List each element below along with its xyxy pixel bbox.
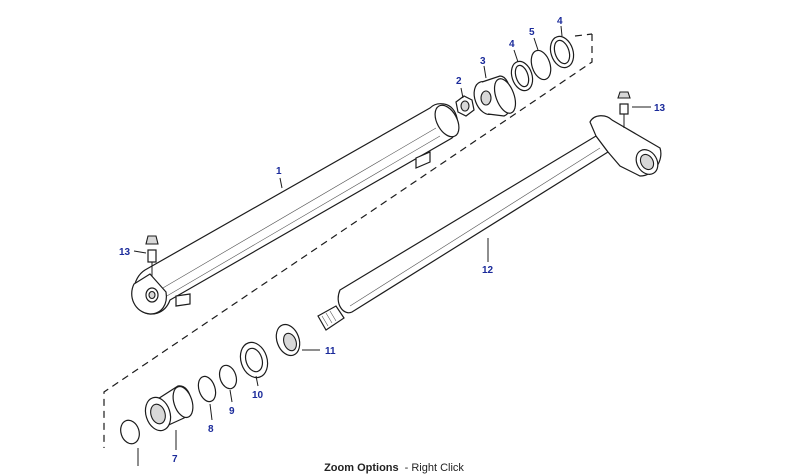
callout-7: 7 xyxy=(172,454,178,465)
callout-4a: 4 xyxy=(509,39,515,50)
callout-3: 3 xyxy=(480,56,486,67)
zoom-options-hint-text: - Right Click xyxy=(404,462,464,474)
grease-fitting-barrel[interactable] xyxy=(145,235,159,276)
piston-nut[interactable] xyxy=(455,95,475,117)
rod-wiper-11[interactable] xyxy=(272,321,304,359)
callout-13-barrel: 13 xyxy=(119,247,131,258)
zoom-options-hint: Zoom Options - Right Click xyxy=(0,462,788,476)
callout-1: 1 xyxy=(276,166,282,177)
grease-fitting-rod[interactable] xyxy=(617,91,631,128)
callout-2: 2 xyxy=(456,76,462,87)
callout-11: 11 xyxy=(325,346,336,357)
bushing-10[interactable] xyxy=(236,339,272,381)
callout-12: 12 xyxy=(482,265,494,276)
leader-lines xyxy=(133,25,651,466)
ring-9[interactable] xyxy=(217,363,240,391)
callout-10: 10 xyxy=(252,390,264,401)
zoom-options-label: Zoom Options xyxy=(324,462,399,474)
seal-ring-4b[interactable] xyxy=(547,33,578,70)
callout-5: 5 xyxy=(529,27,535,38)
assembly-boundary xyxy=(103,33,593,448)
callout-labels: 1 2 3 4 5 4 13 13 12 11 10 9 8 7 xyxy=(119,16,666,465)
callout-13-rod: 13 xyxy=(654,103,666,114)
callout-9: 9 xyxy=(229,406,235,417)
seal-ring-4a[interactable] xyxy=(508,59,536,94)
gland-7[interactable] xyxy=(141,384,196,434)
piston-rod[interactable] xyxy=(317,115,662,331)
o-ring-bottom[interactable] xyxy=(118,418,143,446)
o-ring-8[interactable] xyxy=(195,374,218,404)
cylinder-barrel[interactable] xyxy=(131,101,464,315)
o-ring-5[interactable] xyxy=(528,48,554,82)
piston[interactable] xyxy=(470,75,520,118)
callout-4b: 4 xyxy=(557,16,563,27)
callout-8: 8 xyxy=(208,424,214,435)
